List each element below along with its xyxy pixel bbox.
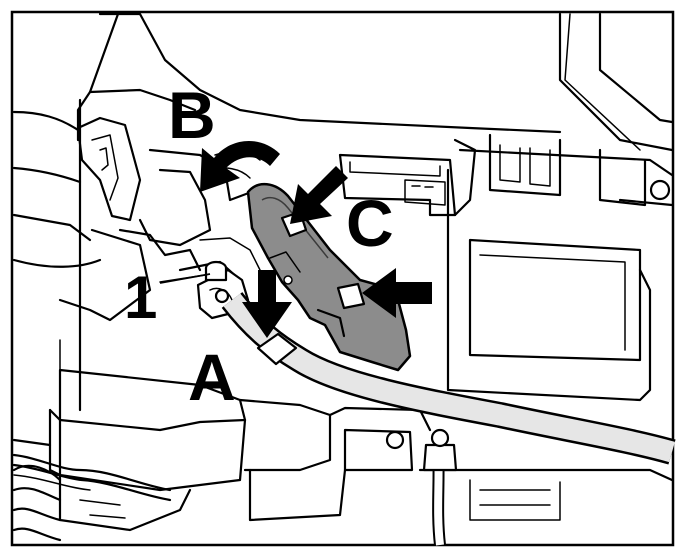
down-arrow-icon <box>242 270 292 338</box>
curved-rotate-arrow-icon <box>200 140 280 192</box>
label-1: 1 <box>124 264 157 331</box>
battery-cable <box>221 291 676 465</box>
wire-harness <box>12 453 172 502</box>
engine-background <box>12 12 674 402</box>
diagonal-arrow-icon <box>290 166 348 224</box>
label-c: C <box>346 186 394 260</box>
ground-cable <box>422 428 458 546</box>
label-b: B <box>168 78 216 152</box>
label-a: A <box>188 340 236 414</box>
callout-leader-line <box>159 273 211 284</box>
left-arrow-icon <box>362 268 432 318</box>
lower-housing <box>12 98 674 542</box>
